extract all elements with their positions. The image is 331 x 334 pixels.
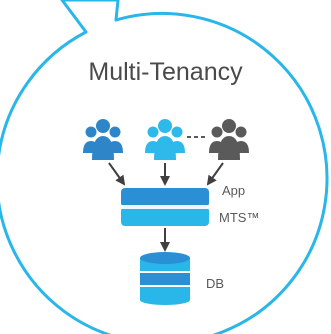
app-label: App — [222, 183, 246, 198]
db-label: DB — [206, 276, 225, 291]
arrow-tenant-3-to-app — [206, 162, 224, 186]
app-server-icon — [121, 188, 209, 226]
arrow-tenant-1-to-app — [108, 162, 126, 186]
tenant-group-icon-2 — [145, 119, 185, 160]
database-icon — [140, 252, 190, 305]
diagram-title: Multi-Tenancy — [88, 58, 243, 86]
mts-label: MTS™ — [219, 210, 260, 225]
tenant-group-icon-1 — [83, 119, 123, 160]
tenant-group-icon-3 — [209, 119, 249, 160]
